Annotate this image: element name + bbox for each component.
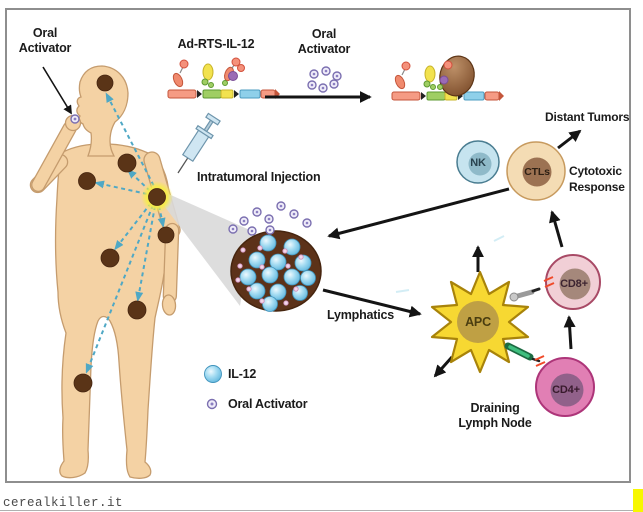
nk-cell-label: NK bbox=[470, 157, 486, 169]
cd8-cell-label: CD8+ bbox=[560, 278, 588, 290]
nk-cell bbox=[456, 140, 500, 184]
distant-tumors-label: Distant Tumors bbox=[545, 110, 630, 124]
oral-activator-label-mid-line1: Oral bbox=[311, 27, 337, 41]
body-head bbox=[76, 65, 129, 157]
arrow-cd4-to-cd8 bbox=[563, 315, 576, 350]
draining-lymph-node-line1: Draining bbox=[470, 401, 520, 415]
watermark: cerealkiller.it bbox=[3, 496, 124, 510]
legend-activator-symbol bbox=[206, 398, 218, 410]
oral-activator-dots-blob bbox=[228, 201, 312, 236]
il12-particles bbox=[239, 234, 316, 312]
injected-tumor bbox=[148, 188, 166, 206]
oral-activator-dots-mid bbox=[307, 66, 342, 93]
legend-il12-symbol bbox=[204, 365, 222, 383]
yellow-corner-mark bbox=[633, 489, 643, 512]
magnifier-cone bbox=[164, 192, 252, 306]
draining-lymph-node-line2: Lymph Node bbox=[458, 416, 532, 430]
oral-activator-pointer-arrow bbox=[42, 66, 72, 115]
scan-artifacts bbox=[395, 235, 505, 293]
cd4-cell-label: CD4+ bbox=[552, 384, 580, 396]
cytotoxic-response-line1: Cytotoxic bbox=[569, 164, 622, 178]
intratumoral-injection-label: Intratumoral Injection bbox=[197, 170, 321, 184]
arrow-to-distant-tumors bbox=[557, 129, 582, 150]
apc-receptor-gray bbox=[509, 287, 541, 302]
oral-activator-label-left-line2: Activator bbox=[18, 41, 72, 55]
tumor-blob bbox=[230, 230, 322, 312]
ctl-cell-label: CTLs bbox=[524, 166, 550, 178]
cd4-receptor-marks bbox=[534, 355, 546, 367]
cytotoxic-response-line2: Response bbox=[569, 180, 625, 194]
legend-il12-label: IL-12 bbox=[228, 367, 257, 381]
arrow-cd8-to-ctls bbox=[549, 210, 564, 248]
ctl-cell bbox=[506, 141, 566, 201]
body-torso-legs bbox=[54, 143, 170, 479]
arrow-tumor-to-apc bbox=[322, 288, 422, 318]
ad-rts-il12-construct bbox=[167, 57, 280, 99]
oral-activator-label-left-line1: Oral bbox=[32, 26, 58, 40]
arrow-ctls-to-tumor bbox=[327, 187, 510, 240]
oral-activator-label-left: Oral Activator bbox=[10, 26, 80, 56]
transcription-factors bbox=[172, 57, 245, 88]
human-body bbox=[29, 65, 181, 479]
construct-title-label: Ad-RTS-IL-12 bbox=[177, 37, 255, 51]
apc-cell bbox=[430, 270, 541, 374]
syringe-icon bbox=[177, 112, 221, 174]
tumor-dots bbox=[73, 74, 175, 393]
activated-construct bbox=[391, 55, 504, 101]
oral-activator-label-mid-line2: Activator bbox=[297, 42, 351, 56]
bottom-rule bbox=[0, 510, 633, 511]
cd8-cell bbox=[543, 254, 601, 310]
oral-activator-label-mid: Oral Activator bbox=[291, 27, 357, 57]
blob-activator-specks bbox=[235, 245, 304, 306]
apc-cell-label: APC bbox=[465, 315, 491, 329]
legend-oral-activator-label: Oral Activator bbox=[228, 397, 308, 411]
cd8-receptor-marks bbox=[543, 276, 555, 288]
cd4-cell bbox=[534, 355, 595, 417]
draining-lymph-node-label: Draining Lymph Node bbox=[447, 401, 543, 431]
cytotoxic-response-label: Cytotoxic Response bbox=[569, 163, 633, 195]
apc-receptor-green bbox=[504, 342, 541, 363]
tumor-spread-arrows bbox=[85, 92, 166, 374]
oral-activator-pill bbox=[70, 114, 80, 124]
arrow-apc-down-left bbox=[433, 355, 454, 378]
lymphatics-label: Lymphatics bbox=[327, 308, 395, 322]
